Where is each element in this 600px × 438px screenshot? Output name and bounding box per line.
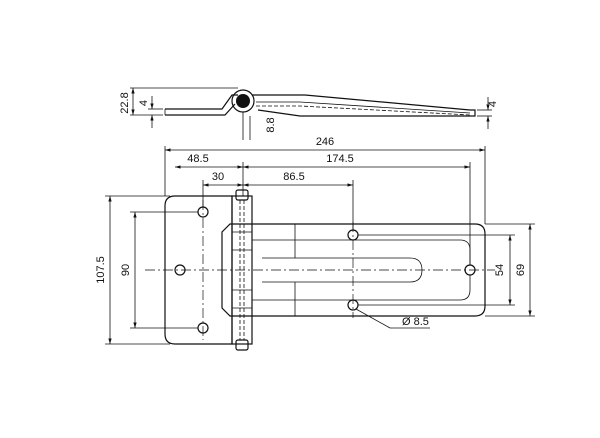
- dim-leaf-length: 174.5: [326, 153, 354, 165]
- dim-hole-offset-left: 30: [212, 171, 224, 183]
- dim-thickness-right: 4: [487, 101, 499, 107]
- dim-leaf-height: 69: [515, 264, 527, 276]
- hinge-pin: [236, 94, 250, 108]
- right-leaf-outline: [221, 223, 486, 317]
- dim-leaf-hole-spacing: 54: [494, 264, 506, 276]
- dim-pin-offset: 8.8: [265, 117, 277, 132]
- dim-overall-length: 246: [316, 136, 334, 148]
- top-view: Ø 8.5 246 48.5 174.5 30 86.5 107.5 90: [95, 136, 535, 351]
- dim-thickness-left: 4: [138, 100, 150, 106]
- dim-side-height: 22.8: [119, 92, 131, 113]
- dim-overall-height: 107.5: [95, 256, 107, 284]
- dim-hinge-offset: 48.5: [187, 153, 208, 165]
- side-view: 22.8 4 4 8.8: [119, 87, 499, 140]
- dim-hole-spacing-vertical: 90: [120, 264, 132, 276]
- left-leaf-outline: [164, 195, 233, 345]
- dim-hole-diameter: Ø 8.5: [402, 316, 429, 328]
- dim-hole-offset-right: 86.5: [283, 171, 304, 183]
